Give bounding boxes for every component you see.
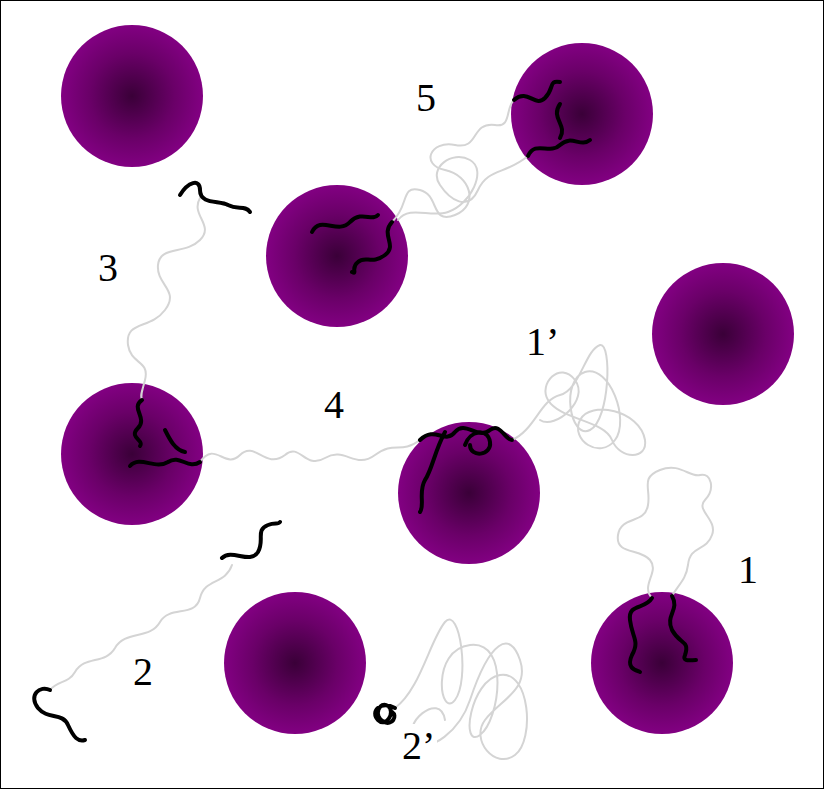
- particle: [652, 263, 794, 405]
- callout-number: 1’: [524, 320, 561, 364]
- particles: [61, 25, 794, 734]
- callout-number: 2’: [400, 724, 437, 768]
- particle: [591, 592, 733, 734]
- particle: [398, 422, 540, 564]
- callout-number: 3: [96, 246, 120, 290]
- particle: [266, 185, 408, 327]
- particle: [61, 25, 203, 167]
- particle: [224, 592, 366, 734]
- grey-chains: [50, 100, 713, 759]
- particle: [61, 383, 203, 525]
- black-segments: [34, 82, 696, 741]
- callout-number: 4: [322, 383, 346, 427]
- callout-number: 1: [736, 548, 760, 592]
- callout-number: 2: [131, 650, 155, 694]
- particle: [511, 43, 653, 185]
- callout-number: 5: [414, 76, 438, 120]
